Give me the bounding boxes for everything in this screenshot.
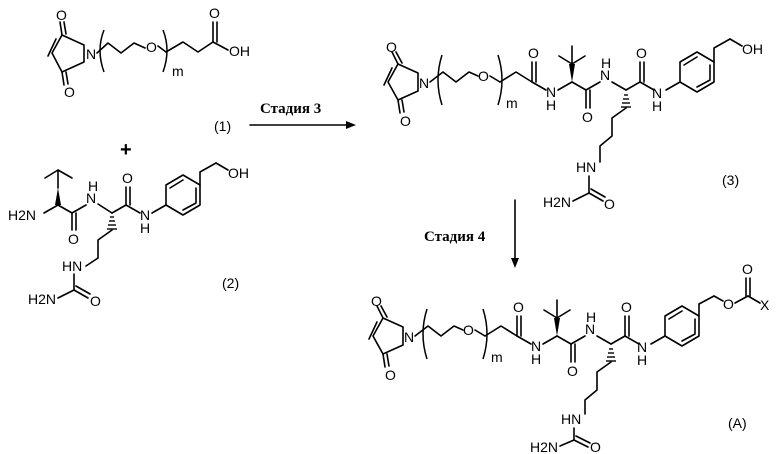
hydroxyl-label: OH (228, 165, 249, 181)
oxygen-label: O (385, 367, 396, 383)
nitrogen-label: N (86, 46, 96, 62)
oxygen-label: O (146, 39, 157, 55)
oxygen-label: O (528, 45, 539, 61)
oxygen-label: O (122, 170, 133, 186)
amine-label: H2N (530, 439, 558, 454)
oxygen-label: O (386, 39, 397, 55)
repeat-index: m (172, 63, 184, 79)
oxygen-label: O (723, 296, 734, 312)
arrow-stage-3: Стадия 3 (250, 101, 356, 129)
substituent-x-label: X (760, 297, 770, 313)
amine-label: H2N (543, 194, 571, 210)
nitrogen-label: N (404, 329, 414, 345)
hydrogen-label: H (601, 55, 611, 71)
oxygen-label: O (209, 5, 220, 21)
compound-1: O O N O m O OH (1) (48, 5, 250, 134)
oxygen-label: O (636, 45, 647, 61)
nitrogen-label: N (419, 75, 429, 91)
oxygen-label: O (513, 299, 524, 315)
repeat-index: m (491, 349, 503, 365)
compound-id: (1) (214, 118, 231, 134)
hydrogen-label: H (652, 98, 662, 114)
oxygen-label: O (56, 7, 67, 23)
oxygen-label: O (68, 231, 79, 247)
hydrogen-label: H (637, 352, 647, 368)
amine-label: H2N (8, 207, 36, 223)
urea-nh-label: HN (576, 159, 596, 175)
urea-nh-label: HN (561, 411, 581, 427)
oxygen-label: O (478, 68, 489, 84)
hydrogen-label: H (140, 220, 150, 236)
oxygen-label: O (742, 261, 753, 277)
compound-id: (3) (722, 172, 739, 188)
oxygen-label: O (64, 84, 75, 100)
oxygen-label: O (463, 322, 474, 338)
repeat-index: m (506, 95, 518, 111)
compound-id: (A) (728, 415, 747, 431)
hydroxyl-label: OH (229, 43, 250, 59)
oxygen-label: O (590, 439, 601, 454)
oxygen-label: O (621, 299, 632, 315)
hydroxyl-label: OH (742, 41, 763, 57)
urea-nh-label: HN (62, 258, 82, 274)
hydrogen-label: H (546, 97, 556, 113)
plus-sign: + (120, 139, 132, 161)
stage-4-label: Стадия 4 (424, 229, 486, 245)
amine-label: H2N (28, 291, 56, 307)
oxygen-label: O (567, 363, 578, 379)
oxygen-label: O (604, 196, 615, 212)
stage-3-label: Стадия 3 (260, 101, 321, 117)
hydrogen-label: H (88, 178, 98, 194)
hydrogen-label: H (586, 309, 596, 325)
oxygen-label: O (371, 293, 382, 309)
compound-3: O O N O m O N H O N H O N H (384, 39, 763, 212)
hydrogen-label: H (531, 351, 541, 367)
oxygen-label: O (90, 293, 101, 309)
oxygen-label: O (400, 113, 411, 129)
compound-id: (2) (222, 275, 239, 291)
arrow-stage-4: Стадия 4 (424, 200, 519, 268)
compound-A: O O N O m O N H O N H O N H (369, 261, 770, 454)
oxygen-label: O (582, 109, 593, 125)
compound-2: H2N O N H O N H HN H2N O (8, 163, 249, 309)
